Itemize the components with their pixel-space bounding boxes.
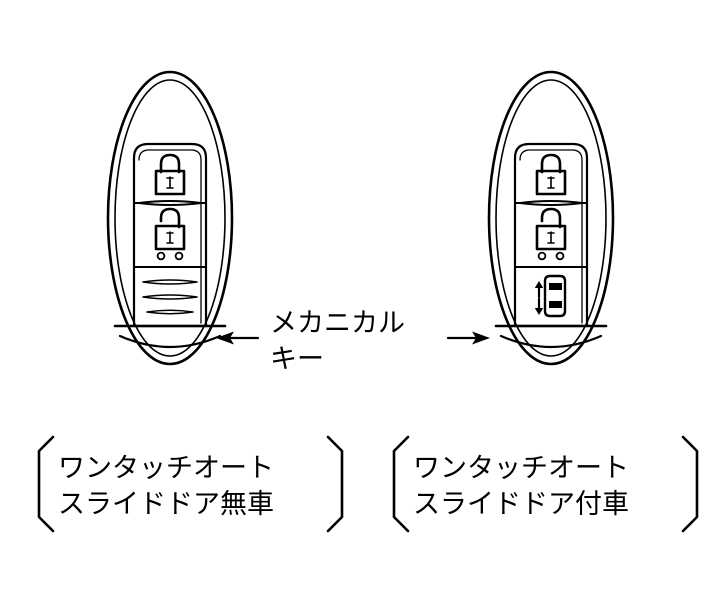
fob-button-panel-inner [519,149,583,324]
grip-line-1 [142,279,198,285]
callout-text-line1: メカニカル [270,308,405,339]
padlock-keyhole [166,176,174,189]
key-band-curve [499,334,603,349]
mechanical-key-section [494,324,608,349]
fob-outer-shell [106,70,234,366]
unlock-button[interactable] [154,207,186,261]
car-body [543,274,567,318]
right-caption-line1: ワンタッチオート [413,453,629,484]
lock-button[interactable] [154,153,186,196]
key-band-curve [118,334,222,349]
fob-button-panel [132,142,208,328]
padlock-keyhole [166,231,174,244]
signal-dot-right [555,251,565,261]
padlock-open-icon [540,207,562,229]
arrow-left [216,331,260,345]
sliding-door-car-icon [534,274,567,318]
signal-dot-left [537,251,547,261]
arrow-down-head [534,308,544,315]
unlock-button[interactable] [535,207,567,261]
grip-line-3 [146,309,194,315]
car-window-front [549,283,562,290]
padlock-body [535,224,567,251]
bracket-left-open [37,435,55,533]
fob-inner-shell [495,79,607,357]
padlock-body [154,169,186,196]
fob-button-panel [513,142,589,328]
padlock-body [154,224,186,251]
arrow-right-head [472,331,490,345]
padlock-closed-icon [540,153,562,174]
blank-panel [142,279,198,315]
right-key-fob[interactable] [487,70,615,366]
button-divider-1 [133,200,207,206]
bracket-right-close [681,435,699,533]
padlock-body [535,169,567,196]
right-caption-line2: スライドドア付車 [413,489,629,520]
signal-dot-right [174,251,184,261]
padlock-closed-icon [159,153,181,174]
signal-dot-left [156,251,166,261]
padlock-keyhole [547,231,555,244]
left-caption-line2: スライドドア無車 [58,489,274,520]
right-key-caption: ワンタッチオート スライドドア付車 [392,435,699,533]
padlock-keyhole [547,176,555,189]
fob-button-panel-inner [138,149,202,324]
fob-inner-shell [114,79,226,357]
left-key-fob[interactable] [106,70,234,366]
fob-outer-shell [487,70,615,366]
button-divider-1 [514,200,588,206]
car-window-rear [549,301,562,308]
bracket-left-close [326,435,344,533]
left-caption-line1: ワンタッチオート [58,453,274,484]
grip-line-2 [142,294,198,300]
lock-button[interactable] [535,153,567,196]
arrow-right [446,331,490,345]
padlock-open-icon [159,207,181,229]
callout-text-line2: キー [270,344,324,375]
bracket-right-open [392,435,410,533]
arrow-up-head [534,281,544,288]
arrow-left-head [216,331,234,345]
mechanical-key-section [113,324,227,349]
mechanical-key-callout: メカニカル キー [216,308,490,375]
slide-door-button[interactable] [534,274,567,318]
left-key-caption: ワンタッチオート スライドドア無車 [37,435,344,533]
